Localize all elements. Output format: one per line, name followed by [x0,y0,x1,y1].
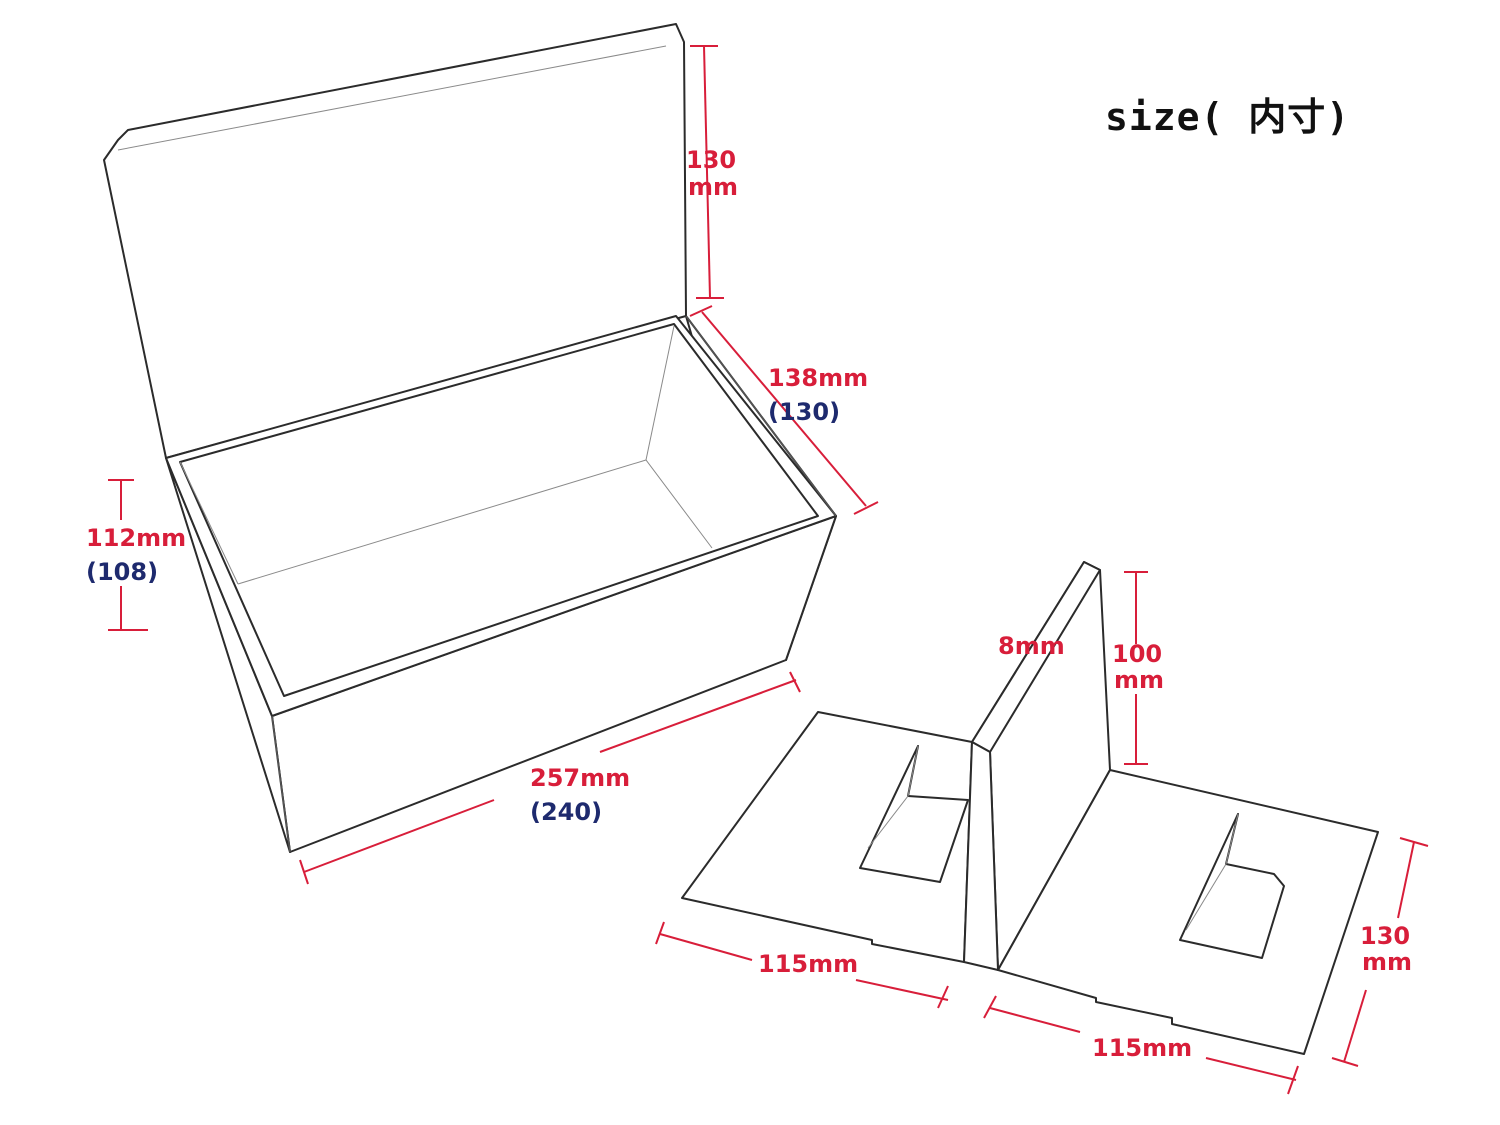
lid-height-value: 130 [686,146,736,174]
insert-divider [681,561,1379,1055]
box-lid [103,23,687,459]
box-length-outer: 257mm [530,764,630,792]
box-interior-left [179,461,239,585]
insert-right-panel [997,769,1379,1055]
box-rim-edge [685,315,837,517]
box-opening [179,323,819,697]
box-height-outer: 112mm [86,524,186,552]
diagram-title: size( 内寸) [1105,95,1350,139]
box-height-inner: (108) [86,558,158,586]
box-length-inner: (240) [530,798,602,826]
insert-left-width-label: 115mm [758,950,858,978]
insert-height-value: 100 [1112,640,1162,668]
insert-depth-value: 130 [1360,922,1410,950]
insert-right-width-label: 115mm [1092,1034,1192,1062]
gift-box [103,23,837,853]
box-depth-outer: 138mm [768,364,868,392]
box-front-edge [271,715,291,853]
box-interior-corner [645,325,675,461]
lid-height-unit: mm [688,173,738,201]
box-depth-inner: (130) [768,398,840,426]
lid-fold-line [117,45,667,151]
insert-thickness-label: 8mm [998,632,1065,660]
insert-depth-unit: mm [1362,948,1412,976]
insert-dimensions [655,571,1429,1095]
insert-height-unit: mm [1114,666,1164,694]
box-dimensions [108,45,879,885]
